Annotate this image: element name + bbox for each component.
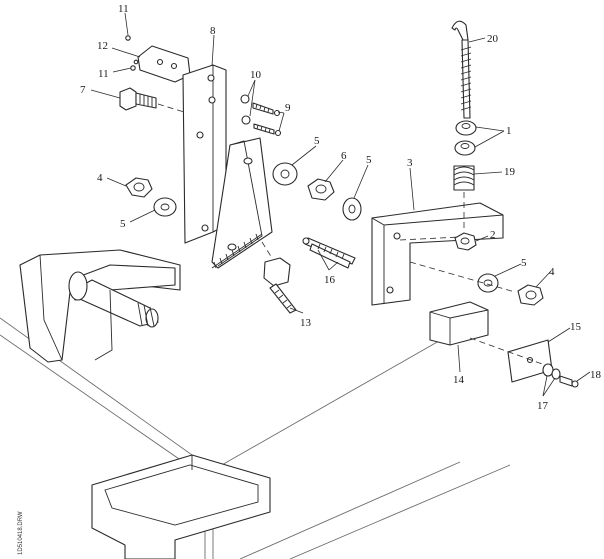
- callout-18: 18: [590, 369, 602, 381]
- callout-12: 12: [97, 40, 108, 52]
- part-16-bolts: [302, 237, 356, 269]
- callout-2: 2: [490, 229, 496, 241]
- callout-8: 8: [210, 25, 216, 37]
- part-18-screw: [559, 375, 579, 388]
- callout-11-lower: 11: [98, 68, 109, 80]
- callout-1: 1: [506, 125, 512, 137]
- part-12-plate: [125, 35, 191, 83]
- callout-16: 16: [324, 274, 336, 286]
- callout-11-top: 11: [118, 3, 129, 15]
- callout-17: 17: [537, 400, 549, 412]
- callout-10: 10: [250, 69, 262, 81]
- part-5-washer-right: [342, 197, 362, 221]
- triangular-gusset: [211, 137, 273, 269]
- part-20-threaded-rod: [451, 20, 472, 119]
- part-17-washers: [542, 363, 561, 380]
- drawing-number: 1D510418.DRW: [18, 511, 24, 555]
- part-1-nuts: [454, 120, 477, 156]
- callout-4-right: 4: [549, 266, 555, 278]
- part-5-washer-far-right: [477, 273, 499, 293]
- u-channel-bracket: [91, 454, 271, 559]
- part-2-nut: [454, 232, 477, 251]
- callout-19: 19: [504, 166, 516, 178]
- callout-7: 7: [80, 84, 86, 96]
- axis-line-lower: [469, 337, 546, 366]
- mounting-bracket-with-shaft: [19, 249, 181, 363]
- callout-9: 9: [285, 102, 291, 114]
- part-6-nut: [307, 178, 335, 201]
- part-14-block: [429, 301, 489, 346]
- part-13-bolt: [261, 241, 297, 314]
- part-19-spring: [453, 165, 475, 191]
- part-5-washer-left: [153, 197, 177, 217]
- callout-5-right: 5: [366, 154, 372, 166]
- part-7-bolt: [119, 87, 185, 113]
- callout-3: 3: [407, 157, 413, 169]
- part-10-screws: [240, 94, 282, 137]
- callout-5-far-right: 5: [521, 257, 527, 269]
- callout-5-left: 5: [120, 218, 126, 230]
- part-4-nut-left: [125, 177, 153, 198]
- callout-14: 14: [453, 374, 465, 386]
- callout-15: 15: [570, 321, 582, 333]
- callout-4-left: 4: [97, 172, 103, 184]
- callout-labels: 11 12 11 7 8 10 9 4 5 5 6 5 3 20 1 19 2 …: [80, 3, 602, 412]
- callout-5-center: 5: [314, 135, 320, 147]
- axis-line-right: [409, 261, 516, 293]
- part-4-nut-right: [517, 284, 544, 306]
- callout-6: 6: [341, 150, 347, 162]
- leader-lines: [90, 12, 591, 397]
- frame-outline: [0, 312, 511, 559]
- callout-20: 20: [487, 33, 499, 45]
- callout-13: 13: [300, 317, 312, 329]
- part-5-washer-center: [272, 162, 298, 186]
- part-8-bracket: [182, 64, 227, 244]
